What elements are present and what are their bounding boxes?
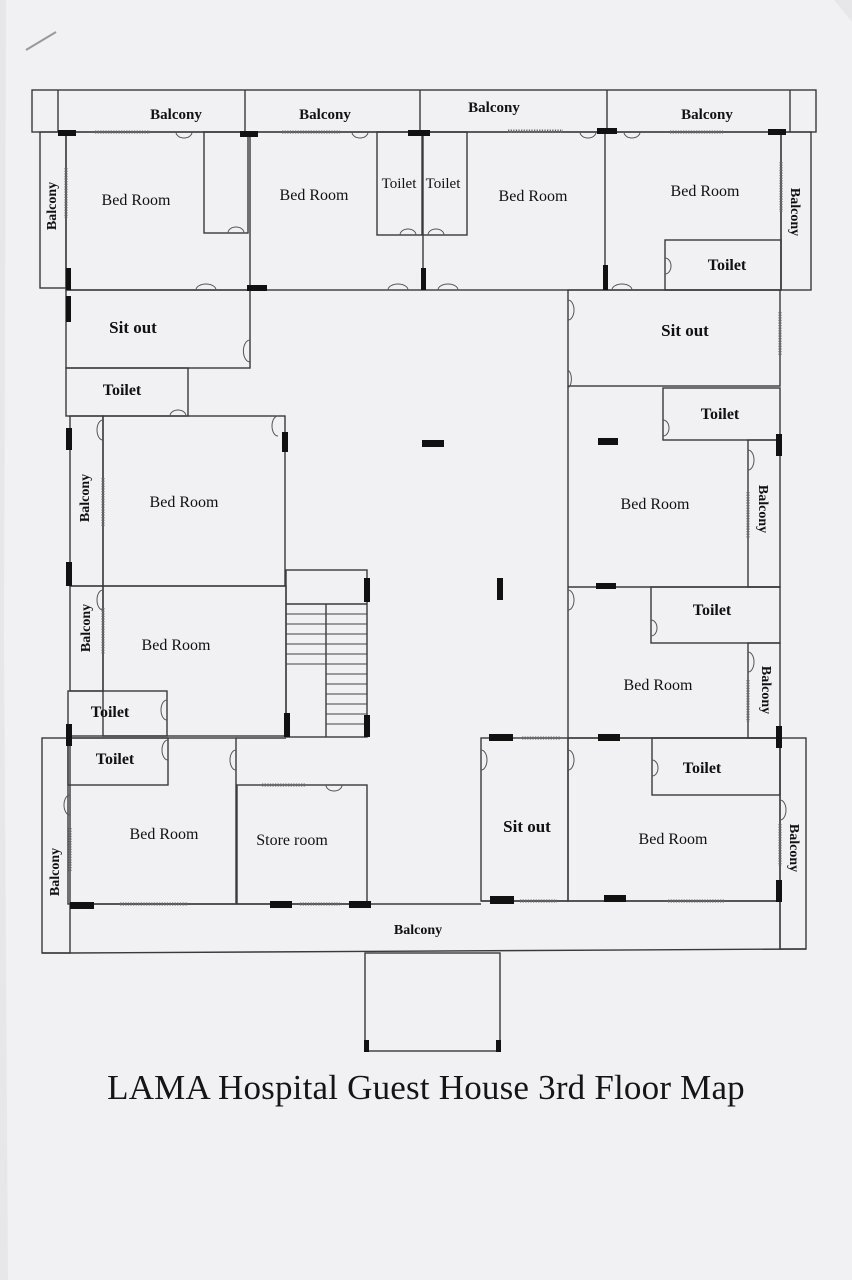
balcony-bottom-label: Balcony [394,923,442,938]
map-title: LAMA Hospital Guest House 3rd Floor Map [107,1068,745,1107]
bed-room-left-1-label: Bed Room [150,494,219,511]
toilet-left-1-label: Toilet [103,382,142,399]
balcony-left-2-label: Balcony [79,604,94,652]
balcony-left-top-label: Balcony [45,182,60,230]
bed-room-top-3-label: Bed Room [499,188,568,205]
toilet-left-2-label: Toilet [91,704,130,721]
windows [64,129,783,906]
balcony-right-top-label: Balcony [787,188,802,236]
paper-sheet [4,0,852,1280]
balcony-bottom-right-label: Balcony [786,824,801,872]
balcony-top-4-label: Balcony [681,107,733,123]
balcony-right-1-label: Balcony [755,485,770,533]
store-room-label: Store room [256,832,328,849]
pencil-mark [25,31,57,51]
toilet-right-2-label: Toilet [693,602,732,619]
balcony-top-2-label: Balcony [299,107,351,123]
toilet-right-3-label: Toilet [683,760,722,777]
bed-room-bottom-left-label: Bed Room [130,826,199,843]
bed-room-bottom-right-label: Bed Room [639,831,708,848]
room-labels: Balcony Balcony Balcony Balcony Balcony … [45,100,802,938]
balcony-top-1-label: Balcony [150,107,202,123]
stair-treads [286,613,367,725]
columns [58,128,786,1052]
bed-room-right-2-label: Bed Room [624,677,693,694]
bed-room-top-1-label: Bed Room [102,192,171,209]
toilet-top-a-label: Toilet [382,176,418,192]
sit-out-right-label: Sit out [661,321,709,340]
toilet-top-right-label: Toilet [708,257,747,274]
toilet-right-1-label: Toilet [701,406,740,423]
bed-room-top-4-label: Bed Room [671,183,740,200]
balcony-bottom-left-label: Balcony [48,848,63,896]
balcony-right-2-label: Balcony [758,666,773,714]
balcony-top-3-label: Balcony [468,100,520,116]
toilet-left-3-label: Toilet [96,751,135,768]
balcony-left-1-label: Balcony [78,474,93,522]
bed-room-left-2-label: Bed Room [142,637,211,654]
bed-room-right-1-label: Bed Room [621,496,690,513]
door-swings [63,131,787,821]
toilet-top-b-label: Toilet [426,176,462,192]
bed-room-top-2-label: Bed Room [280,187,349,204]
sit-out-bottom-label: Sit out [503,817,551,836]
sit-out-left-label: Sit out [109,318,157,337]
